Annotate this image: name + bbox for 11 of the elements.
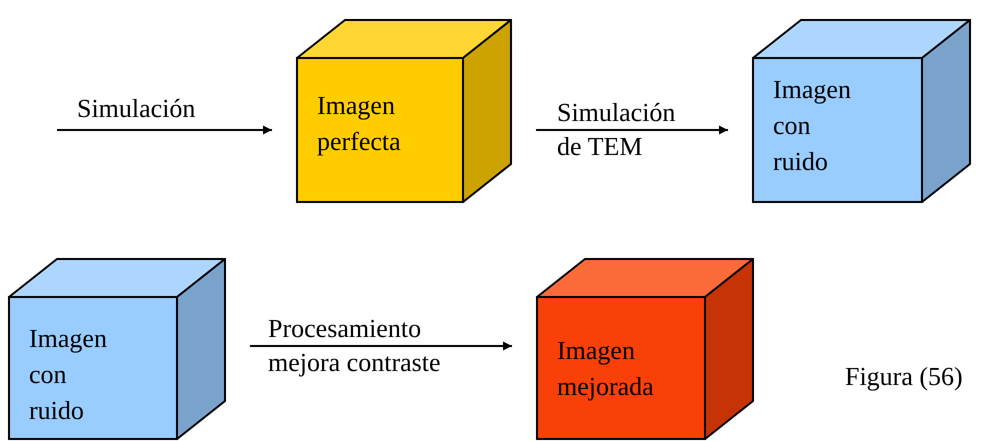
edge-label: Simulación bbox=[77, 93, 196, 125]
edge-label: Simulación de TEM bbox=[557, 97, 676, 163]
arrow bbox=[536, 126, 728, 134]
arrow bbox=[250, 342, 512, 350]
arrow bbox=[57, 126, 272, 134]
edge-label: Procesamiento mejora contraste bbox=[268, 313, 442, 379]
cube-label: Imagen perfecta bbox=[317, 90, 402, 158]
cube-label: Imagen con ruido bbox=[773, 74, 852, 178]
cube-label: Imagen con ruido bbox=[29, 323, 108, 427]
figure-caption: Figura (56) bbox=[845, 361, 963, 393]
cube-label: Imagen mejorada bbox=[557, 335, 655, 403]
